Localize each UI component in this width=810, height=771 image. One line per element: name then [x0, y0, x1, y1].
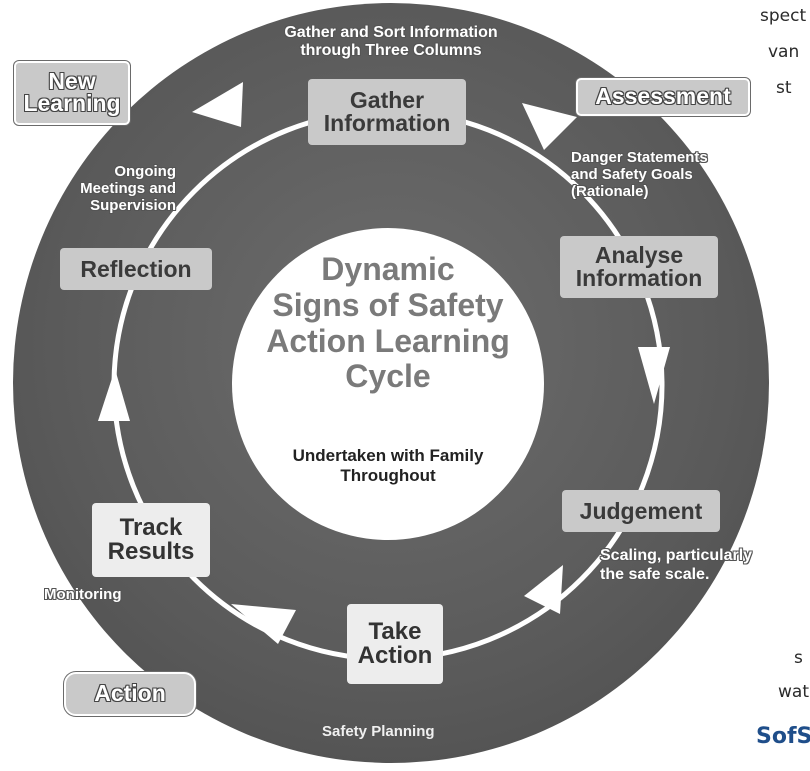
stage-gather-line2: Information	[323, 110, 451, 136]
stage-analyse-information: Analyse Information	[560, 236, 718, 298]
phase-assessment-label: Assessment	[595, 83, 731, 110]
center-title: Dynamic Signs of Safety Action Learning …	[250, 251, 526, 395]
label-scaling: Scaling, particularly the safe scale.	[600, 546, 752, 584]
center-title-line2: Signs of Safety	[272, 286, 504, 323]
label-ongoing-line1: Ongoing	[114, 163, 176, 180]
center-title-line3: Action Learning	[266, 322, 510, 359]
phase-assessment: Assessment	[576, 78, 750, 116]
label-monitoring-text: Monitoring	[44, 586, 122, 603]
arrow-top-right	[522, 103, 577, 150]
center-title-line4: Cycle	[345, 358, 431, 395]
stage-gather-information: Gather Information	[308, 79, 466, 145]
brand-text: SofS	[756, 724, 810, 749]
label-safety-planning-text: Safety Planning	[322, 723, 435, 740]
arrow-top-left	[192, 82, 243, 127]
side-text-top-2: van	[768, 42, 800, 62]
label-gather-sort-line1: Gather and Sort Information	[284, 24, 498, 41]
center-title-line1: Dynamic	[321, 251, 455, 287]
stage-take-action-line2: Action	[357, 642, 433, 669]
center-circle	[232, 228, 544, 540]
arrow-left	[98, 369, 130, 421]
label-monitoring: Monitoring	[44, 586, 122, 604]
label-ongoing-meetings: Ongoing Meetings and Supervision	[50, 163, 176, 214]
label-gather-sort-line2: through Three Columns	[300, 41, 482, 59]
phase-action-label: Action	[94, 680, 166, 707]
stage-judgement: Judgement	[562, 490, 720, 532]
label-scaling-line2: the safe scale.	[600, 566, 710, 584]
label-safety-planning: Safety Planning	[322, 723, 435, 741]
label-danger-line3: (Rationale)	[571, 182, 649, 200]
phase-new-learning: New Learning	[14, 61, 130, 125]
label-danger-line1: Danger Statements	[571, 149, 708, 166]
center-subtitle: Undertaken with Family Throughout	[250, 446, 526, 487]
stage-take-action-line1: Take	[368, 618, 422, 645]
label-ongoing-line2: Meetings and	[80, 179, 176, 197]
center-subtitle-line1: Undertaken with Family	[292, 446, 484, 465]
stage-reflection-label: Reflection	[80, 255, 192, 282]
arrow-bottom-left	[231, 604, 296, 644]
center-subtitle-line2: Throughout	[340, 466, 436, 486]
phase-new-learning-line1: New	[48, 68, 96, 95]
side-text-bottom-1: s	[794, 648, 803, 668]
phase-new-learning-line2: Learning	[23, 90, 121, 116]
stage-analyse-line1: Analyse	[594, 242, 684, 268]
stage-track-results: Track Results	[92, 503, 210, 577]
arrow-right	[638, 347, 670, 404]
stage-reflection: Reflection	[60, 248, 212, 290]
side-text-top-1: spect	[760, 6, 807, 26]
side-text-top-3: st	[776, 78, 792, 98]
side-text-bottom-2: wat	[778, 682, 809, 702]
stage-take-action: Take Action	[347, 604, 443, 684]
stage-judgement-label: Judgement	[579, 497, 703, 524]
phase-action: Action	[64, 672, 196, 716]
label-danger-line2: and Safety Goals	[571, 165, 693, 183]
stage-gather-line1: Gather	[349, 87, 425, 113]
label-ongoing-line3: Supervision	[90, 196, 176, 214]
stage-track-line1: Track	[119, 514, 183, 541]
arrow-bottom-right	[524, 565, 563, 614]
stage-analyse-line2: Information	[575, 265, 703, 291]
label-danger-statements: Danger Statements and Safety Goals (Rati…	[571, 149, 708, 200]
stage-track-line2: Results	[107, 538, 195, 565]
label-scaling-line1: Scaling, particularly	[600, 547, 753, 564]
label-gather-sort: Gather and Sort Information through Thre…	[236, 24, 546, 60]
